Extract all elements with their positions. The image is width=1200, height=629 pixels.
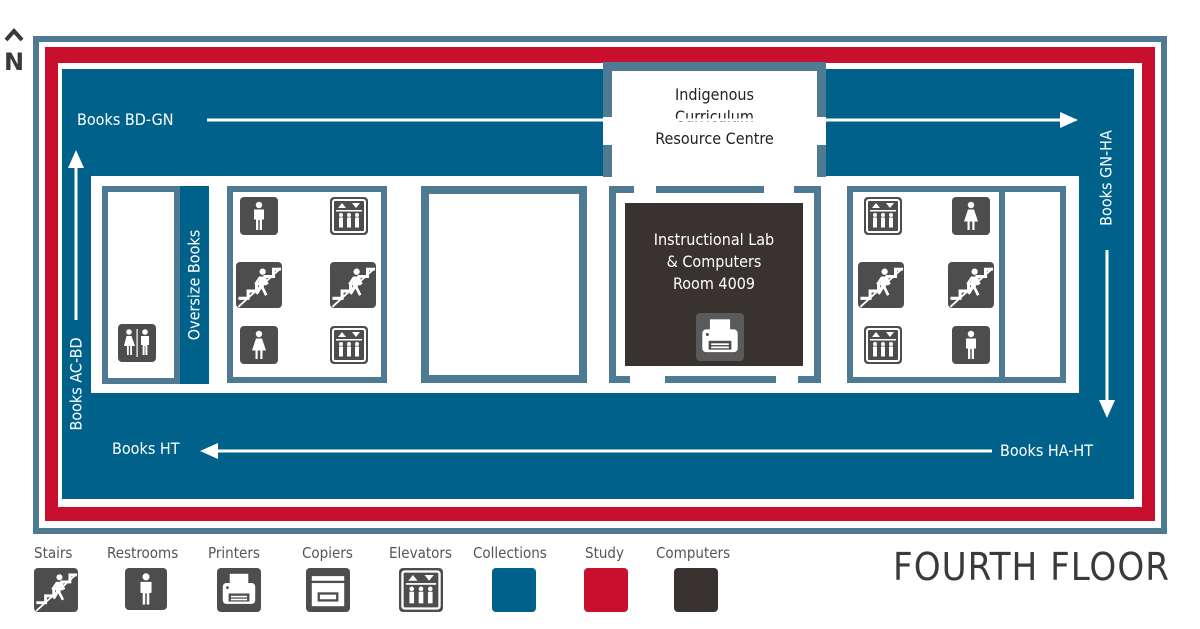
restroom-icon [125,568,167,610]
lab-door-top-right [764,184,794,196]
indigenous-line1: Indigenous [674,85,755,104]
label-books-ht: Books HT [112,439,180,458]
label-books-ha-ht: Books HA-HT [1000,441,1094,460]
study-area-right [1142,63,1155,507]
elevator-icon [330,197,368,235]
woman-icon [240,326,278,364]
stairs-icon [236,262,282,308]
arrow-head-west [200,443,218,459]
legend-label-elevators: Elevators [389,544,452,562]
compass-label: N [4,48,25,76]
lab-label: Instructional Lab & Computers Room 4009 [625,229,803,295]
legend-label-printers: Printers [208,544,260,562]
lab-door-bottom-right [776,374,798,386]
label-books-ac-bd: Books AC-BD [66,337,86,431]
indigenous-line3: Resource Centre [655,129,774,148]
study-swatch [584,568,628,612]
elevator-icon [864,197,902,235]
study-area-left [45,63,58,507]
legend-label-restrooms: Restrooms [107,544,179,562]
computers-swatch [674,568,718,612]
restroom-icon [118,324,156,362]
stairs-icon [330,262,376,308]
study-area-bottom [45,507,1155,521]
printer-icon [696,313,744,361]
indigenous-room-interior [612,71,817,177]
printer-icon [217,568,261,612]
floor-title: FOURTH FLOOR [893,545,1170,589]
indigenous-room-label: Indigenous Curriculum Resource Centre [603,84,826,150]
stairs-icon [34,568,78,612]
indigenous-door-right [817,117,826,145]
arrow-head-south [1099,400,1115,418]
elevator-icon [399,568,443,612]
man-icon [952,326,990,364]
copier-icon [306,568,350,612]
north-compass: N [2,26,26,78]
legend-label-computers: Computers [656,544,731,562]
computer-lab-room: Instructional Lab & Computers Room 4009 [625,203,803,366]
lab-line3: Room 4009 [672,274,756,293]
north-arrow-icon [4,27,24,42]
lab-line1: Instructional Lab [653,230,775,249]
legend: Stairs Restrooms Printers Copiers Elevat… [0,540,760,629]
legend-label-collections: Collections [473,544,547,562]
label-books-bd-gn: Books BD-GN [77,110,174,129]
collections-swatch [492,568,536,612]
stairs-icon [858,262,904,308]
legend-label-stairs: Stairs [34,544,73,562]
core-room-center [421,186,587,383]
elevator-icon [330,326,368,364]
lab-line2: & Computers [666,252,762,271]
lab-door-top-left [634,184,656,196]
study-area-top [45,47,1155,63]
oversize-books-area: Oversize Books [180,186,209,384]
arrow-head-north [68,150,84,168]
arrow-head-east [1060,112,1078,128]
stairs-icon [948,262,994,308]
legend-label-study: Study [585,544,624,562]
woman-icon [952,197,990,235]
elevator-icon [864,326,902,364]
label-books-gn-ha: Books GN-HA [1096,130,1116,226]
lab-door-bottom-left [630,374,665,386]
indigenous-door-left [603,117,612,145]
core-room-east-divider [999,186,1005,383]
man-icon [240,197,278,235]
legend-label-copiers: Copiers [302,544,353,562]
